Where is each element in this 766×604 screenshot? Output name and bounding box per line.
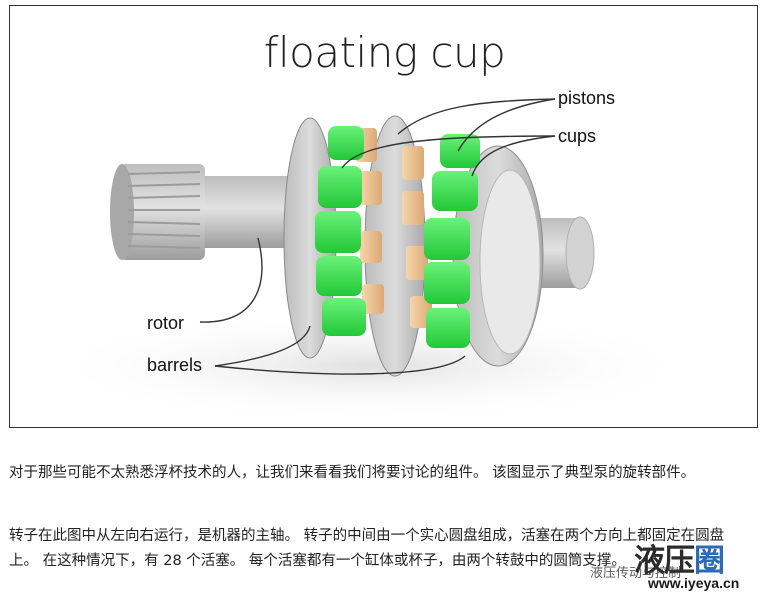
- figure-title: floating cup: [263, 28, 506, 77]
- label-rotor: rotor: [147, 313, 185, 333]
- label-pistons: pistons: [558, 88, 616, 108]
- floor-shadow: [40, 311, 700, 421]
- pump-illustration: [40, 98, 700, 421]
- right-piston-group: [402, 134, 480, 348]
- left-piston-group: [315, 126, 384, 336]
- callout-lines: [199, 98, 556, 375]
- watermark-url: www.iyeya.cn: [648, 575, 740, 591]
- paragraph-2: 转子在此图中从左向右运行，是机器的主轴。 转子的中间由一个实心圆盘组成，活塞在两…: [9, 528, 725, 569]
- label-cups: cups: [558, 126, 597, 146]
- figure-frame: floating cup pistons cups rotor barrels: [9, 5, 758, 428]
- label-barrels: barrels: [147, 355, 203, 375]
- spline-shaft: [110, 164, 310, 260]
- watermark-logo: 液压圈: [634, 543, 725, 579]
- paragraph-1: 对于那些可能不太熟悉浮杯技术的人，让我们来看看我们将要讨论的组件。 该图显示了典…: [9, 465, 696, 481]
- watermark-subtitle: 液压传动与控制: [590, 566, 682, 581]
